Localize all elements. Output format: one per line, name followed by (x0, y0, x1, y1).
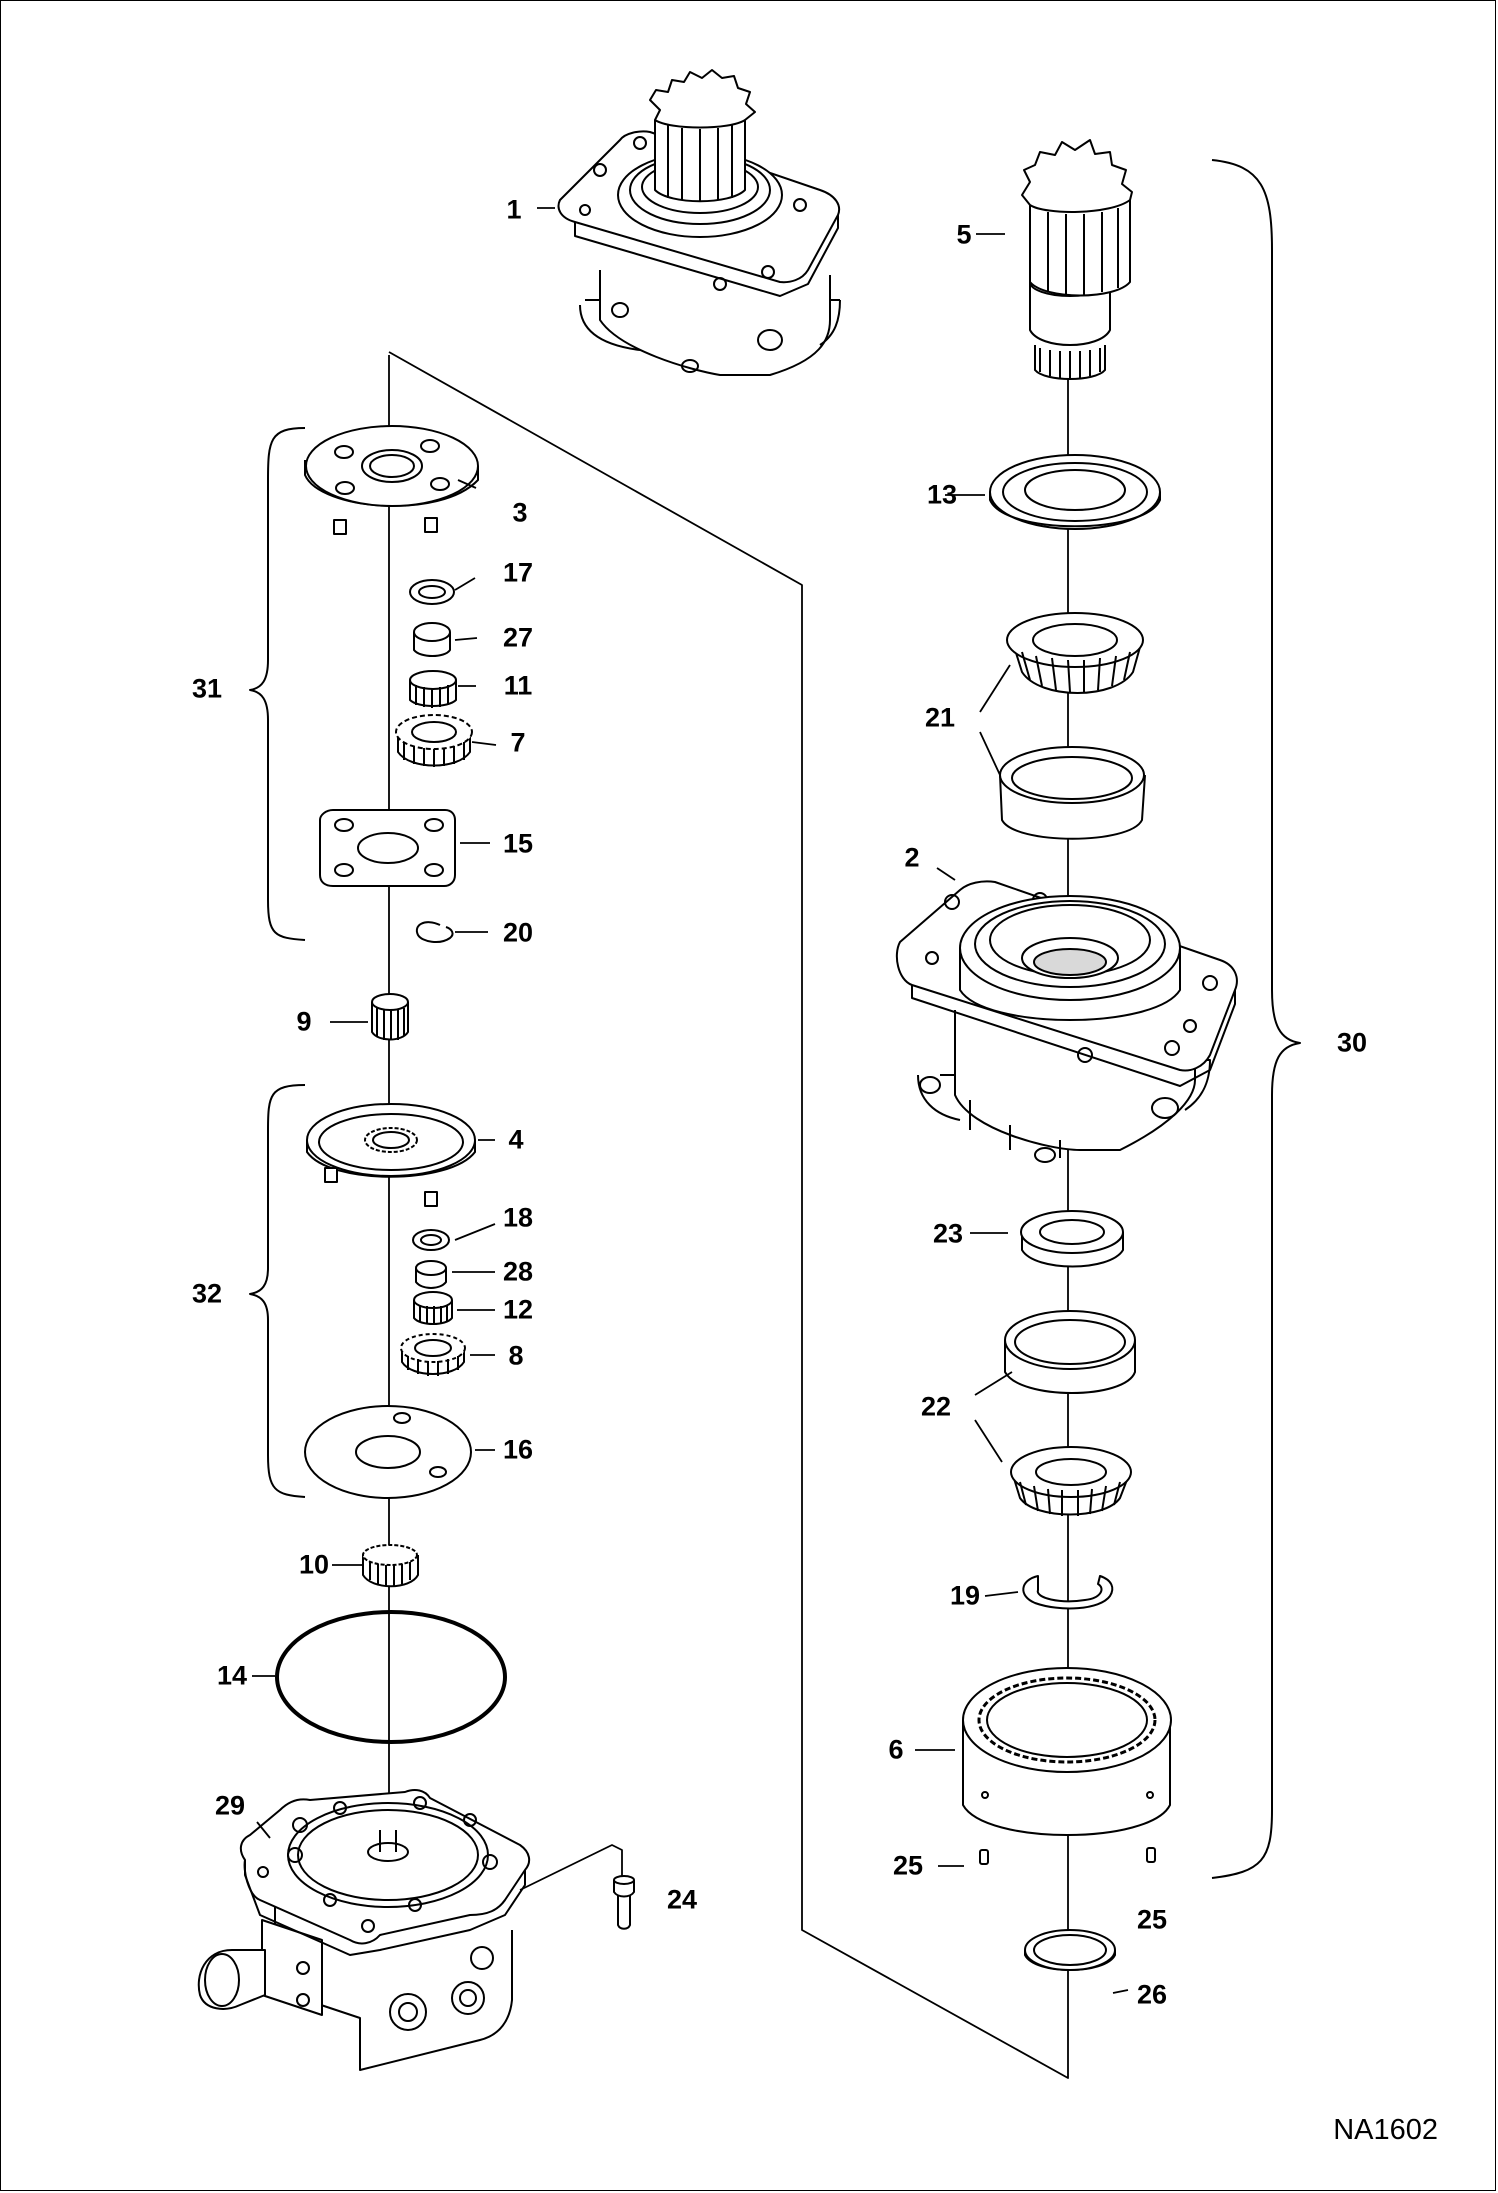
part-14-o-ring (275, 1610, 507, 1744)
part-16-thrust-plate (304, 1405, 472, 1499)
part-13-seal (989, 454, 1161, 530)
part-11-needle-bearing (409, 670, 457, 708)
callout-5: 5 (956, 219, 972, 250)
part-17-thrust-washer (409, 579, 455, 605)
callout-7: 7 (510, 727, 526, 758)
callout-21: 21 (924, 702, 956, 733)
part-22-bearing-cup (1004, 1310, 1136, 1394)
part-28-bushing (415, 1260, 447, 1289)
part-20-snap-ring (415, 921, 454, 943)
part-21-bearing-cup (999, 746, 1146, 840)
callout-23: 23 (932, 1218, 964, 1249)
callout-19: 19 (949, 1580, 981, 1611)
bracket-31 (249, 427, 306, 941)
bracket-32 (249, 1084, 306, 1498)
part-25-dowel-pin-right (1146, 1847, 1156, 1863)
callout-15: 15 (502, 828, 534, 859)
part-12-needle-bearing (413, 1291, 453, 1325)
part-3-planet-carrier (304, 425, 479, 535)
part-2-gear-housing (895, 880, 1238, 1163)
part-24-bolt (613, 1875, 635, 1930)
callout-8: 8 (508, 1340, 524, 1371)
callout-13: 13 (926, 479, 958, 510)
callout-18: 18 (502, 1202, 534, 1233)
callout-31: 31 (191, 673, 223, 704)
part-7-planet-gear (395, 714, 473, 767)
callout-27: 27 (502, 622, 534, 653)
bracket-30 (1211, 159, 1301, 1879)
callout-26: 26 (1136, 1979, 1168, 2010)
part-23-seal (1020, 1210, 1124, 1268)
part-21-bearing-cone (1006, 612, 1144, 694)
callout-3: 3 (512, 497, 528, 528)
callout-28: 28 (502, 1256, 534, 1287)
assembly-centerlines (388, 351, 1069, 2079)
part-6-ring-gear (962, 1667, 1172, 1836)
callout-30: 30 (1336, 1027, 1368, 1058)
drawing-code: NA1602 (1333, 2114, 1438, 2146)
callout-20: 20 (502, 917, 534, 948)
part-19-retaining-ring (1022, 1575, 1114, 1610)
callout-25-left: 25 (892, 1850, 924, 1881)
part-18-thrust-washer (412, 1229, 450, 1251)
callout-9: 9 (296, 1006, 312, 1037)
callout-14: 14 (216, 1660, 248, 1691)
callout-1: 1 (506, 194, 522, 225)
part-25-dowel-pin-left (979, 1849, 989, 1865)
part-4-planet-carrier (306, 1103, 476, 1207)
callout-32: 32 (191, 1278, 223, 1309)
callout-22: 22 (920, 1391, 952, 1422)
callout-11: 11 (503, 670, 533, 701)
callout-16: 16 (502, 1434, 534, 1465)
part-15-thrust-plate (319, 809, 456, 887)
callout-29: 29 (214, 1790, 246, 1821)
callout-4: 4 (508, 1124, 524, 1155)
part-27-bushing (413, 622, 451, 657)
part-26-seal (1024, 1929, 1116, 1971)
callout-24: 24 (666, 1884, 698, 1915)
part-9-sun-gear (371, 993, 409, 1041)
part-8-planet-gear (400, 1333, 466, 1376)
callout-17: 17 (502, 557, 534, 588)
part-1-drive-housing (557, 69, 841, 376)
callout-leaders (252, 207, 1129, 1994)
part-10-sun-gear (362, 1544, 419, 1588)
callout-25-right: 25 (1136, 1904, 1168, 1935)
callout-6: 6 (888, 1734, 904, 1765)
part-29-hydraulic-motor (197, 1789, 531, 2071)
part-5-pinion-shaft (1021, 139, 1133, 380)
callout-2: 2 (904, 842, 920, 873)
callout-12: 12 (502, 1294, 534, 1325)
part-22-bearing-cone (1010, 1446, 1132, 1516)
callout-10: 10 (298, 1549, 330, 1580)
